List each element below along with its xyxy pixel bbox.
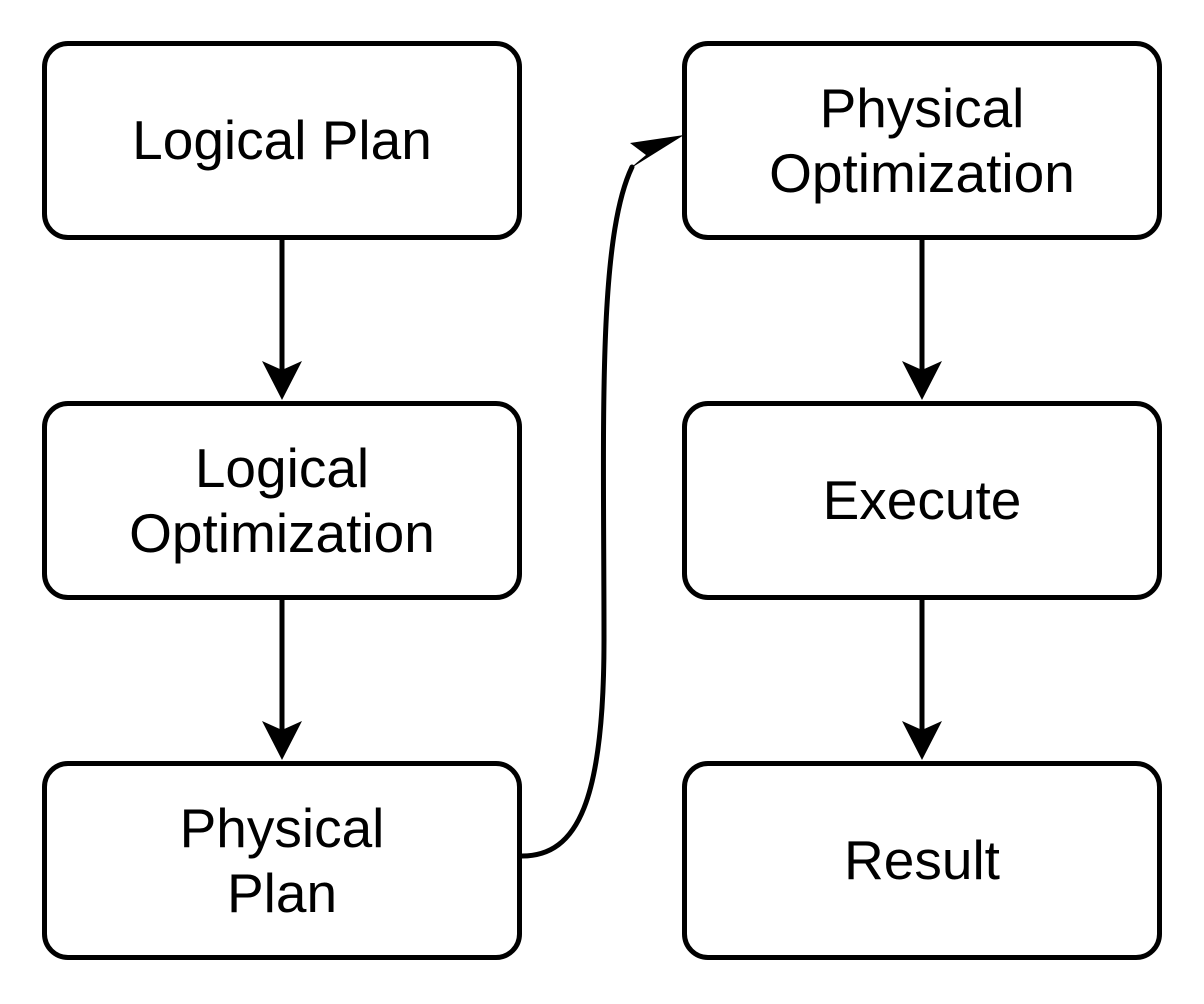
arrowhead-icon xyxy=(902,721,942,760)
arrowhead-icon xyxy=(262,721,302,760)
edge-physical-optimization-to-execute xyxy=(902,240,942,400)
node-label-logical-optimization: Logical Optimization xyxy=(129,436,435,564)
node-result[interactable]: Result xyxy=(682,761,1162,960)
arrowhead-icon xyxy=(902,361,942,400)
node-label-physical-optimization: Physical Optimization xyxy=(769,76,1075,204)
edge-logical-optimization-to-physical-plan xyxy=(262,600,302,760)
node-label-physical-plan: Physical Plan xyxy=(179,796,385,924)
node-label-execute: Execute xyxy=(822,469,1022,532)
edge-curve xyxy=(519,164,635,859)
node-logical-optimization[interactable]: Logical Optimization xyxy=(42,401,522,600)
arrowhead-icon xyxy=(262,361,302,400)
node-logical-plan[interactable]: Logical Plan xyxy=(42,41,522,240)
edge-execute-to-result xyxy=(902,600,942,760)
arrowhead-icon xyxy=(628,135,684,170)
node-label-logical-plan: Logical Plan xyxy=(132,109,432,172)
node-physical-plan[interactable]: Physical Plan xyxy=(42,761,522,960)
edge-physical-plan-to-physical-optimization xyxy=(519,135,684,859)
node-physical-optimization[interactable]: Physical Optimization xyxy=(682,41,1162,240)
node-label-result: Result xyxy=(844,829,1000,892)
node-execute[interactable]: Execute xyxy=(682,401,1162,600)
edge-logical-plan-to-logical-optimization xyxy=(262,240,302,400)
